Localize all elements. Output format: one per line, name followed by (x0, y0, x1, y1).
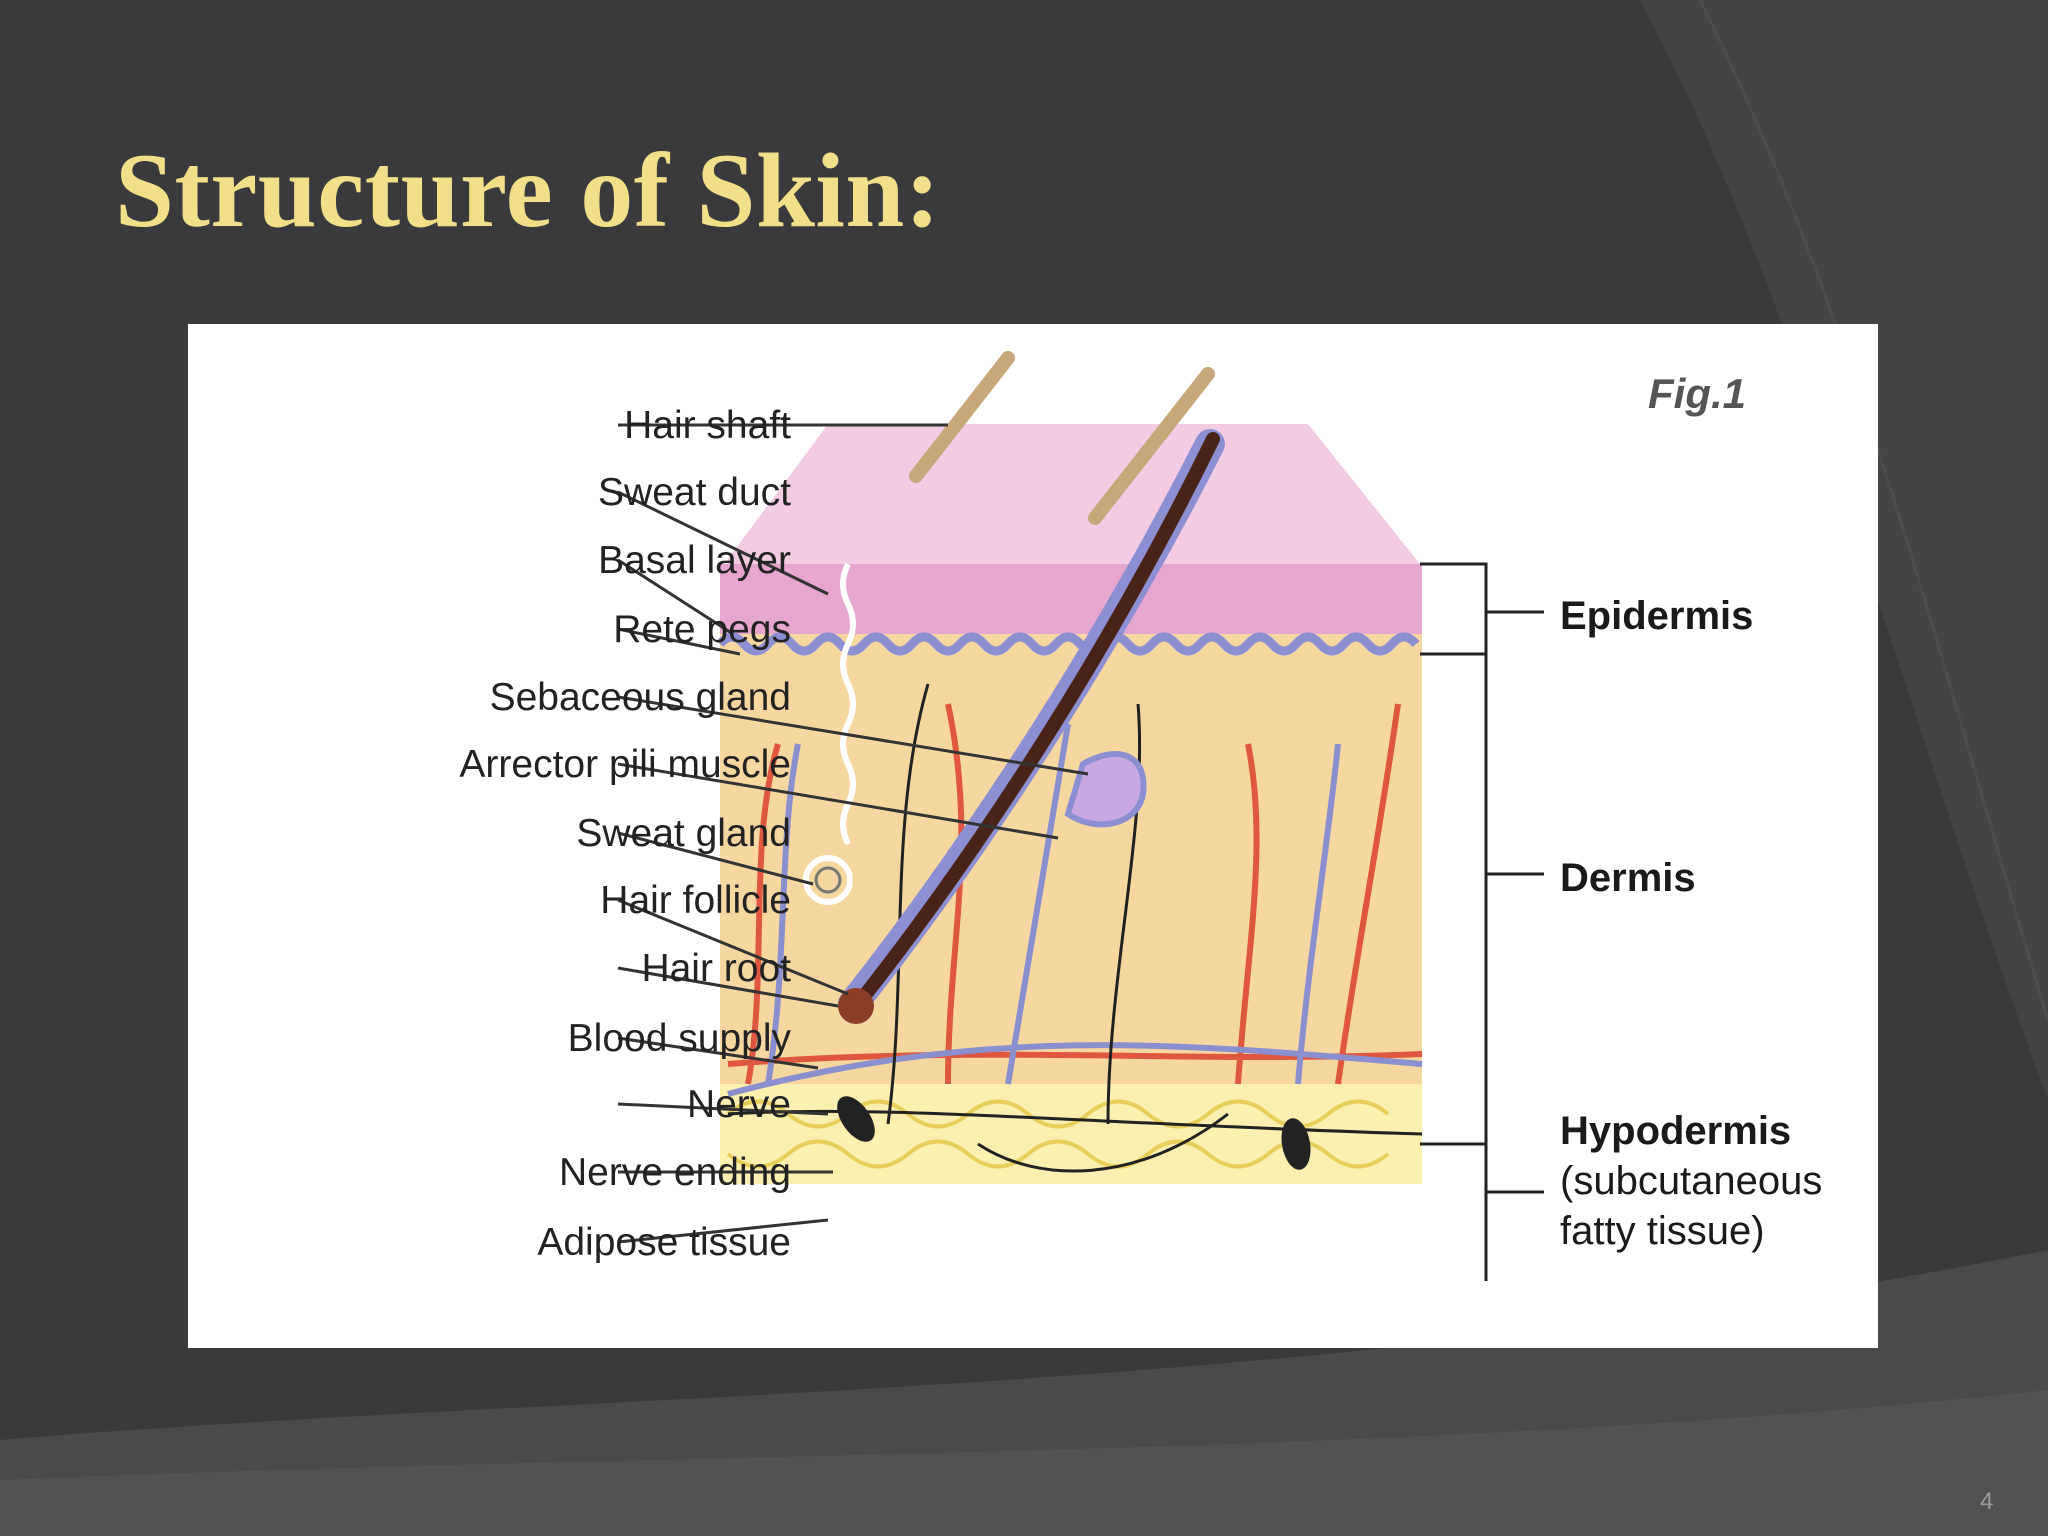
hypodermis-note-line-2: fatty tissue) (1560, 1209, 1765, 1253)
basal-layer-line (716, 632, 1420, 656)
label-sebaceous-gland: Sebaceous gland (489, 676, 791, 719)
label-leader-lines (617, 423, 1089, 1244)
epidermis-layer (720, 564, 1422, 634)
skin-diagram-figure: Fig.1 Hair shaft Sweat duct Basal layer … (188, 324, 1878, 1348)
label-rete-pegs: Rete pegs (613, 608, 791, 651)
label-hair-root: Hair root (641, 947, 791, 990)
hair-shaft-1 (909, 351, 1015, 483)
label-adipose-tissue: Adipose tissue (537, 1221, 791, 1264)
nerve-ending-1 (837, 1096, 875, 1142)
layer-brackets (1420, 562, 1544, 1281)
slide-title: Structure of Skin: (115, 132, 941, 249)
blood-vessels-vein (727, 723, 1423, 1097)
label-arrector-pili-muscle: Arrector pili muscle (459, 743, 791, 786)
hair-shaft-2 (1088, 367, 1215, 525)
label-basal-layer: Basal layer (598, 539, 791, 582)
sebaceous-gland-shape (1064, 751, 1147, 828)
figure-number-label: Fig.1 (1648, 370, 1747, 417)
label-hair-shaft: Hair shaft (624, 404, 791, 447)
label-blood-supply: Blood supply (567, 1017, 791, 1060)
layer-label-dermis: Dermis (1560, 856, 1696, 900)
skin-cross-section-illustration (617, 351, 1544, 1281)
label-sweat-duct: Sweat duct (598, 471, 791, 514)
hair-root-shaft (851, 432, 1220, 1011)
sweat-gland-coil (803, 855, 853, 905)
label-nerve: Nerve (686, 1083, 791, 1126)
layer-label-epidermis: Epidermis (1560, 594, 1754, 638)
page-number: 4 (1980, 1488, 1994, 1515)
label-hair-follicle: Hair follicle (600, 879, 791, 922)
label-sweat-gland: Sweat gland (576, 812, 791, 855)
epidermis-top-face (728, 424, 1420, 564)
sweat-duct (840, 562, 856, 846)
blood-vessels-artery (727, 703, 1423, 1085)
hypodermis-title: Hypodermis (1560, 1109, 1792, 1153)
layer-label-hypodermis: Hypodermis (subcutaneous fatty tissue) (1560, 1106, 1822, 1256)
nerve-fibers (727, 683, 1423, 1173)
hypodermis-note-line-1: (subcutaneous (1560, 1159, 1823, 1203)
hypodermis-layer (720, 1084, 1422, 1184)
nerve-ending-2 (1281, 1118, 1311, 1170)
hair-root-bulb (838, 988, 874, 1024)
label-nerve-ending: Nerve ending (559, 1151, 791, 1194)
